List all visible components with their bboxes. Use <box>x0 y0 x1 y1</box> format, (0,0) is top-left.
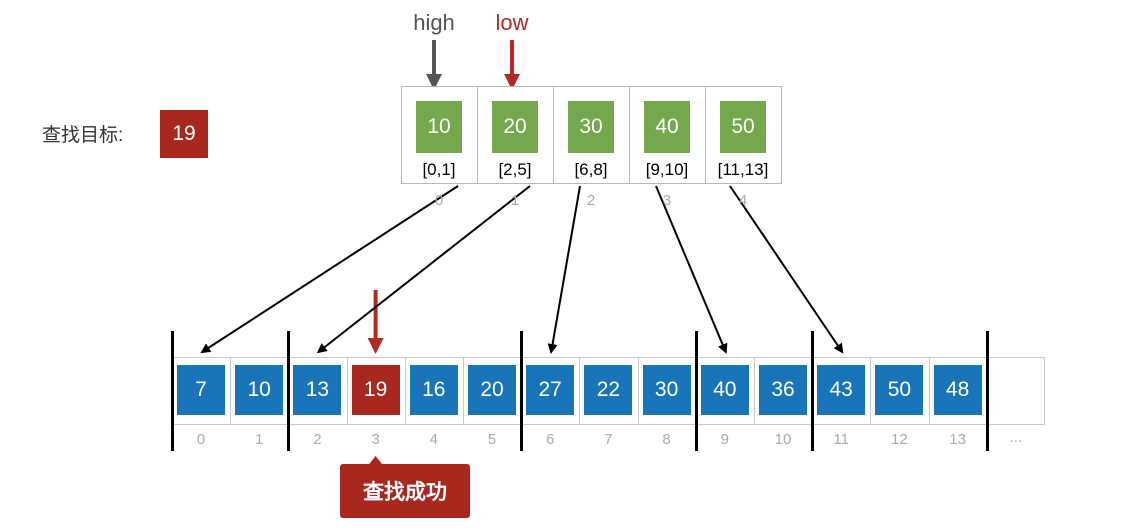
high-pointer-arrowhead <box>426 74 442 90</box>
index-max-value: 30 <box>568 101 614 153</box>
block-divider <box>171 331 174 451</box>
block-divider <box>694 331 698 451</box>
index-range: [11,13] <box>717 160 769 179</box>
index-position: 4 <box>738 192 748 209</box>
index-max-value: 20 <box>492 101 538 153</box>
array-index: 7 <box>604 431 613 448</box>
array-value: 40 <box>700 365 749 415</box>
high-pointer-label: high <box>413 10 455 35</box>
array-index: 10 <box>774 431 792 448</box>
low-pointer-arrowhead <box>504 74 520 90</box>
array-value: 22 <box>584 365 633 415</box>
block-divider <box>287 331 291 451</box>
low-pointer-label: low <box>495 10 529 35</box>
array-value: 20 <box>468 365 516 415</box>
index-position: 0 <box>434 192 444 209</box>
index-max-value: 40 <box>644 101 690 153</box>
array-index: 3 <box>371 431 380 448</box>
array-value: 13 <box>293 365 342 415</box>
success-badge-pointer <box>367 456 384 466</box>
index-to-block-arrow <box>655 185 728 354</box>
index-position: 1 <box>510 192 520 209</box>
index-range: [0,1] <box>422 160 456 179</box>
search-success-badge: 查找成功 <box>340 464 470 518</box>
index-to-block-arrow <box>200 185 459 354</box>
array-value: 7 <box>177 365 225 415</box>
array-index: 8 <box>662 431 671 448</box>
array-empty-cell <box>986 357 1045 425</box>
block-divider <box>520 331 524 451</box>
found-pointer-arrowhead <box>367 338 384 354</box>
array-found-value: 19 <box>351 365 400 415</box>
array-index: 9 <box>720 431 729 448</box>
array-value: 16 <box>409 365 458 415</box>
block-divider <box>811 331 815 451</box>
array-index: 11 <box>833 431 849 448</box>
target-value: 19 <box>160 110 208 158</box>
array-value: 36 <box>759 365 807 415</box>
array-index: 13 <box>949 431 966 448</box>
array-index: 6 <box>546 431 555 448</box>
index-range: [9,10] <box>645 160 689 179</box>
array-value: 30 <box>642 365 691 415</box>
index-to-block-arrow <box>729 185 844 354</box>
target-label: 查找目标: <box>42 125 124 146</box>
index-position: 2 <box>586 192 596 209</box>
array-value: 10 <box>235 365 284 415</box>
index-range: [6,8] <box>574 160 608 179</box>
array-index: 0 <box>196 431 206 448</box>
index-range: [2,5] <box>498 160 532 179</box>
array-value: 27 <box>526 365 575 415</box>
array-index: 5 <box>487 431 497 448</box>
index-position: 3 <box>662 192 672 209</box>
array-ellipsis: ... <box>1009 429 1023 446</box>
index-to-block-arrow <box>316 185 531 354</box>
index-max-value: 50 <box>720 101 766 153</box>
array-value: 50 <box>875 365 924 415</box>
array-index: 12 <box>891 431 908 448</box>
array-value: 48 <box>933 365 982 415</box>
index-max-value: 10 <box>416 101 462 153</box>
block-divider <box>985 331 989 451</box>
array-index: 4 <box>429 431 438 448</box>
array-value: 43 <box>817 365 866 415</box>
index-to-block-arrow <box>547 185 581 354</box>
array-index: 1 <box>255 431 264 448</box>
array-index: 2 <box>313 431 322 448</box>
